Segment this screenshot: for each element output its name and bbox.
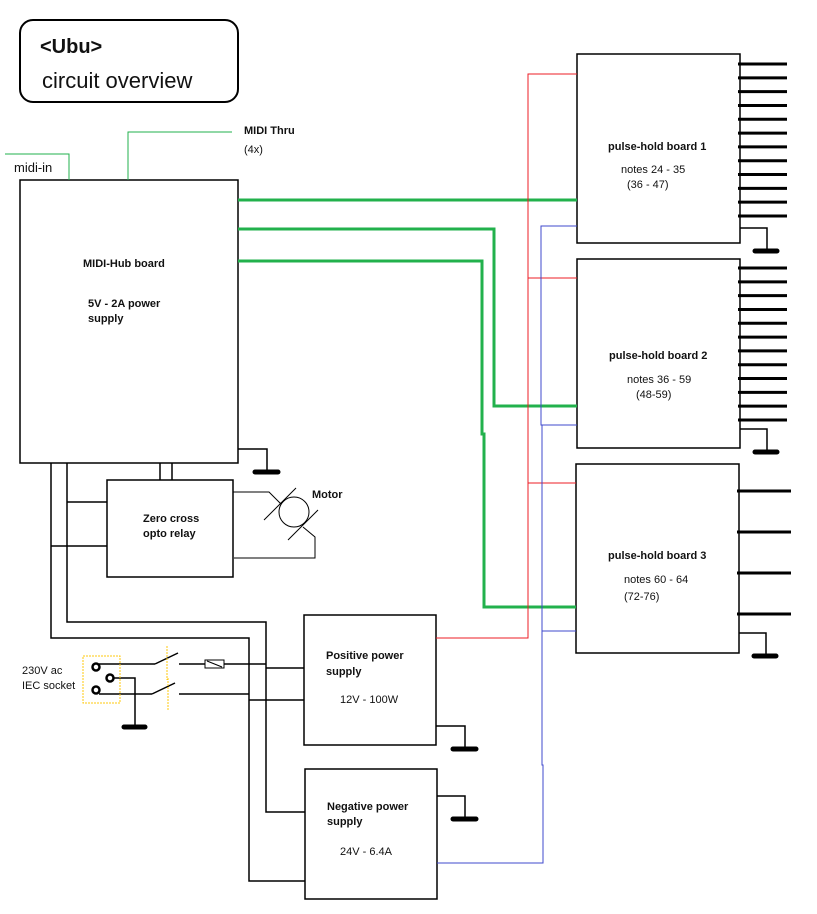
- midi-in-wire: [5, 153, 70, 180]
- midi-thru-count: (4x): [244, 144, 263, 156]
- ground-symbol: [740, 227, 780, 254]
- mains-label: 230V ac: [22, 665, 63, 677]
- positive-psu-label-2: supply: [326, 666, 362, 678]
- pulse-hold-3-notes: notes 60 - 64: [624, 574, 689, 586]
- ground-symbol: [238, 448, 281, 475]
- pulse-hold-board-2: [576, 258, 741, 449]
- midi-hub-spec-2: supply: [88, 313, 124, 325]
- title-line-2: circuit overview: [42, 68, 193, 93]
- negative-psu-label: Negative power: [327, 801, 409, 813]
- pulse-hold-1-alt: (36 - 47): [627, 179, 669, 191]
- output-lines-board-1: [738, 62, 787, 218]
- midi-hub-board: [19, 179, 239, 464]
- negative-power-supply: [304, 768, 438, 900]
- positive-power-supply: [303, 614, 437, 746]
- ground-symbol: [437, 795, 479, 822]
- motor-icon: [233, 487, 319, 559]
- ground-symbol: [740, 428, 780, 455]
- pulse-hold-3-alt: (72-76): [624, 591, 660, 603]
- pulse-hold-board-3: [575, 463, 740, 654]
- pulse-hold-board-1: [576, 53, 741, 244]
- negative-psu-label-2: supply: [327, 816, 363, 828]
- pulse-hold-1-notes: notes 24 - 35: [621, 164, 686, 176]
- midi-hub-name: MIDI-Hub board: [83, 258, 165, 270]
- midi-thru-label: MIDI Thru: [244, 125, 295, 137]
- pulse-hold-2-name: pulse-hold board 2: [609, 350, 708, 362]
- iec-socket-icon: [82, 655, 121, 704]
- mains-label-2: IEC socket: [22, 680, 76, 692]
- negative-rail: [437, 225, 577, 864]
- positive-psu-label: Positive power: [326, 650, 404, 662]
- mains-wires: [50, 463, 305, 882]
- positive-psu-spec: 12V - 100W: [340, 694, 399, 706]
- zero-cross-label: Zero cross: [143, 513, 200, 525]
- motor-label: Motor: [312, 489, 343, 501]
- output-lines-board-3: [737, 489, 791, 616]
- ground-symbol: [436, 725, 479, 752]
- pulse-hold-2-alt: (48-59): [636, 389, 672, 401]
- pulse-hold-3-name: pulse-hold board 3: [608, 550, 707, 562]
- midi-hub-spec: 5V - 2A power: [88, 298, 161, 310]
- output-lines-board-2: [738, 266, 787, 422]
- fuse-icon: [204, 659, 225, 669]
- midi-in-label: midi-in: [14, 160, 53, 175]
- switch-marker: [166, 646, 169, 710]
- midi-thru-wire: [127, 131, 232, 180]
- zero-cross-label-2: opto relay: [143, 528, 196, 540]
- title-box: [19, 19, 239, 103]
- title-line-1: <Ubu>: [40, 36, 103, 58]
- pulse-hold-2-notes: notes 36 - 59: [627, 374, 692, 386]
- midi-bus: [238, 198, 577, 609]
- hub-relay-wires: [159, 463, 173, 480]
- ground-symbol: [739, 632, 779, 659]
- pulse-hold-1-name: pulse-hold board 1: [608, 141, 707, 153]
- zero-cross-relay: [106, 479, 234, 578]
- negative-psu-spec: 24V - 6.4A: [340, 846, 392, 858]
- positive-rail: [436, 73, 577, 639]
